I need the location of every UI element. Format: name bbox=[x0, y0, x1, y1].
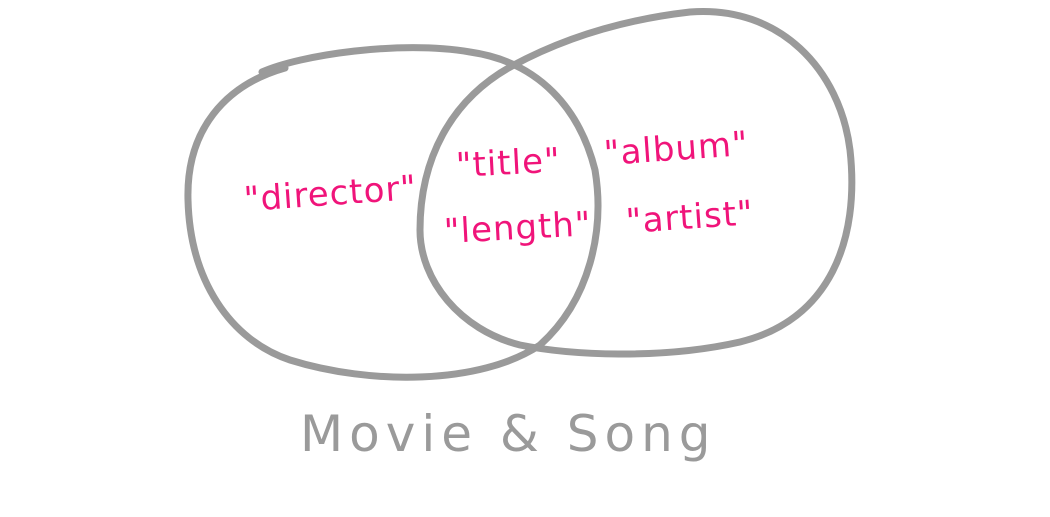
intersection-item: "length" bbox=[442, 204, 593, 252]
song-set-circle bbox=[416, 8, 856, 358]
intersection-item: "title" bbox=[454, 140, 562, 186]
diagram-caption: Movie & Song bbox=[300, 405, 717, 463]
